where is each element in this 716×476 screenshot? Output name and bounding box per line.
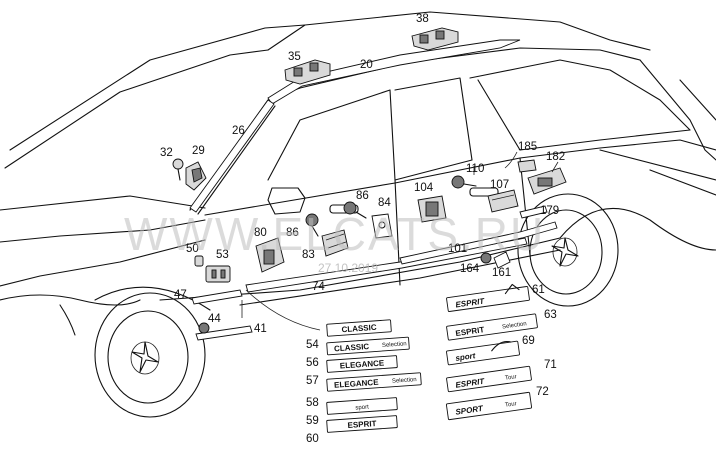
callout-44: 44: [208, 313, 221, 325]
badge-elegance-selection: ELEGANCE Selection: [326, 372, 422, 392]
callout-59: 59: [306, 415, 319, 427]
clip-53: [205, 265, 231, 283]
badge-elegance-selection-label: ELEGANCE: [334, 378, 380, 390]
badge-esprit-tour-label: ESPRIT: [455, 377, 486, 390]
callout-58: 58: [306, 397, 319, 409]
callout-110: 110: [466, 163, 484, 175]
screw-44: [198, 322, 210, 334]
clip-38: [411, 27, 459, 51]
badge-elegance: ELEGANCE: [326, 355, 398, 373]
callout-182: 182: [546, 151, 565, 163]
badge-esprit-tour: ESPRIT Tour: [446, 365, 532, 393]
badge-sport-label: sport: [355, 405, 369, 412]
badge-classic-selection-word: Selection: [382, 341, 407, 349]
badge-classic-selection: CLASSIC Selection: [326, 336, 410, 356]
clip-107: [487, 189, 519, 213]
watermark-date: 27.10.2019: [318, 261, 378, 275]
fender-molding: [191, 289, 243, 305]
callout-61: 61: [532, 284, 545, 296]
screw-86b: [343, 201, 367, 219]
badge-esprit-logo: ESPRIT: [446, 283, 530, 312]
rear-molding: [519, 205, 548, 219]
front-wheel: [94, 286, 211, 418]
callout-35: 35: [288, 51, 301, 63]
badge-sport-tour-word: Tour: [505, 401, 517, 409]
badge-elegance-selection-word: Selection: [392, 377, 417, 385]
callout-50: 50: [186, 243, 199, 255]
callout-53: 53: [216, 249, 229, 261]
clip-80: [255, 237, 285, 273]
callout-185: 185: [518, 141, 537, 153]
clip-185: [517, 159, 537, 173]
callout-161: 161: [492, 267, 511, 279]
callout-164: 164: [460, 263, 480, 275]
callout-38: 38: [416, 13, 429, 25]
rear-wheel: [517, 193, 619, 307]
badge-sport: sport: [326, 397, 398, 415]
badge-sport-tour-label: SPORT: [455, 404, 485, 417]
callout-86a: 86: [286, 227, 299, 239]
callout-56: 56: [306, 357, 319, 369]
clip-84: [371, 213, 393, 239]
callout-101: 101: [448, 243, 467, 255]
callout-47: 47: [174, 289, 187, 301]
callout-104: 104: [414, 182, 434, 194]
callout-63: 63: [544, 309, 557, 321]
badge-elegance-label: ELEGANCE: [340, 358, 386, 370]
badge-esprit-label: ESPRIT: [347, 419, 377, 430]
clip-182: [527, 167, 567, 195]
callout-32: 32: [160, 147, 173, 159]
callout-41: 41: [254, 323, 267, 335]
badge-sport-logo: sport: [446, 340, 520, 366]
door-molding-strip-upper: [399, 221, 558, 265]
badge-esprit-selection: ESPRIT Selection: [446, 313, 538, 341]
rocker-trim: [195, 325, 253, 341]
clip-83: [321, 229, 349, 257]
callout-179: 179: [540, 205, 559, 217]
callout-26: 26: [232, 125, 245, 137]
callout-57: 57: [306, 375, 319, 387]
screw-32: [172, 158, 184, 181]
callout-80: 80: [254, 227, 267, 239]
callout-71: 71: [544, 359, 557, 371]
badge-esprit-selection-word: Selection: [502, 321, 527, 330]
callout-83: 83: [302, 249, 315, 261]
badge-classic: CLASSIC: [326, 319, 392, 337]
clip-104: [417, 195, 447, 223]
clip-29: [185, 161, 207, 191]
callout-72: 72: [536, 386, 549, 398]
callout-29: 29: [192, 145, 205, 157]
clip-161: [493, 251, 511, 269]
clip-101: [480, 252, 492, 264]
badge-sport-logo-label: sport: [455, 351, 476, 363]
callout-60: 60: [306, 433, 319, 445]
screw-110: [451, 175, 477, 189]
badge-classic-selection-label: CLASSIC: [334, 342, 370, 353]
badge-esprit-selection-label: ESPRIT: [455, 325, 485, 338]
callout-86b: 86: [356, 190, 369, 202]
watermark-text: WWW.ELCATS.RU: [124, 208, 545, 260]
callout-74: 74: [312, 281, 325, 293]
pillar-trim: [189, 99, 275, 213]
callout-labels: 38 35 20 26 32 29 185 182 110 107 104 86…: [160, 13, 565, 445]
badge-esprit-tour-word: Tour: [505, 374, 517, 382]
screw-86a: [305, 213, 319, 237]
badge-sport-tour: SPORT Tour: [445, 391, 533, 421]
badge-classic-label: CLASSIC: [341, 323, 377, 334]
roof-molding: [267, 39, 521, 105]
callout-54: 54: [306, 339, 319, 351]
badge-esprit: ESPRIT: [326, 415, 398, 433]
car-body-outline: [0, 11, 716, 336]
callout-20: 20: [360, 59, 373, 71]
callout-84: 84: [378, 197, 391, 209]
badge-esprit-logo-label: ESPRIT: [455, 296, 486, 309]
callout-107: 107: [490, 179, 509, 191]
clip-50: [194, 255, 204, 267]
clip-35: [284, 59, 331, 85]
leader-lines: [241, 151, 559, 331]
callout-69: 69: [522, 335, 535, 347]
